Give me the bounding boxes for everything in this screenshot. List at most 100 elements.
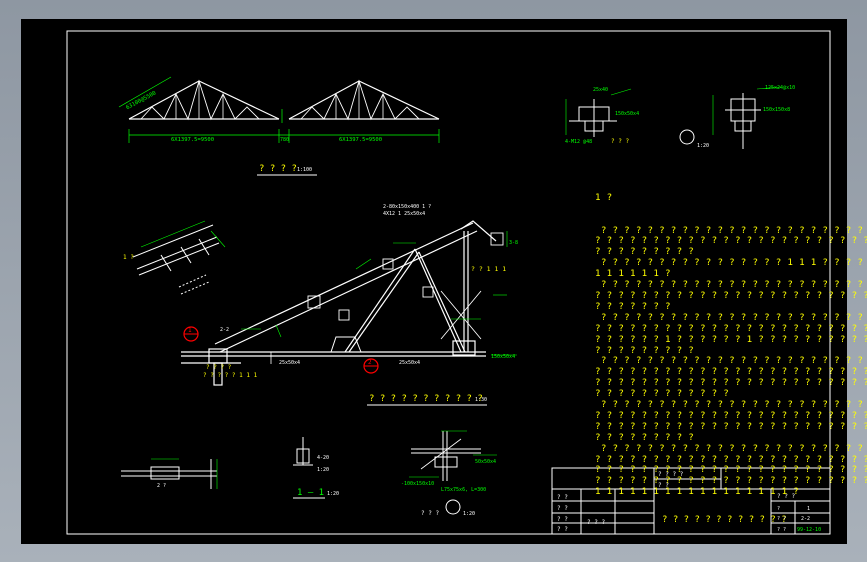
section-1-1-label: 1 — 1	[297, 488, 324, 498]
bottom-mid-dim: 4-20	[317, 455, 329, 461]
note-line: ? ? ? ? ? ? ? ? ? ? ? ? ? ? ? ? ? ? ? ? …	[595, 235, 867, 247]
drawing-canvas: 63100@5500 6X1397.5=9500 6X1397.5=9500 7…	[66, 30, 831, 535]
detail-lower-note1: ? ? ? ? ? 1 1 1	[203, 372, 258, 379]
svg-text:1: 1	[188, 327, 192, 334]
detail-bottom-note: 25x50x4	[279, 360, 300, 366]
detail-plate-note: 150x50x4	[491, 354, 515, 360]
detail-bottom-note2: 25x50x4	[399, 360, 420, 366]
tb-right-row1-b: 1	[807, 506, 810, 512]
note-line: ? ? ? ? ? ? ? ? ? ? ? ? ? ? ? ? ? ? ? ? …	[595, 409, 867, 421]
main-scale: 1:30	[475, 397, 487, 403]
general-notes: 1 ? ? ? ? ? ? ? ? ? ? ? ? ? ? ? ? ? ? ? …	[595, 171, 867, 520]
note-line: ? ? ? ? ? ? ? ? ? ? ? ? ? ? ? ? ? ? ? ? …	[595, 377, 867, 389]
tb-left-1: ? ?	[557, 494, 568, 501]
truss-right-span: 6X1397.5=9500	[339, 137, 382, 143]
note-line: ? ? ? ? ? ? ? ? ? ? ? ? ? ? ? ? ? ? ? ? …	[595, 442, 864, 454]
bottom-right-note2: -100x150x10	[401, 481, 434, 487]
bottom-mid-note: 1:20	[317, 467, 329, 473]
notes-heading: 1 ?	[595, 191, 613, 203]
section-1-1-scale: 1:20	[327, 491, 339, 497]
topright-d2-note2: 150x150x8	[763, 107, 790, 113]
tb-right-row3-a: ? ?	[777, 527, 786, 533]
note-line: ? ? ? ? ? ? ? ? ? ? ? ? ? ? ? ? ? ? ? ? …	[595, 355, 864, 367]
topright-d1-note2: 150x50x4	[615, 111, 639, 117]
bottom-right-note3: L75x75x6, L=300	[441, 487, 486, 493]
truss-caption: ? ? ? ?	[259, 164, 297, 174]
note-line: ? ? ? ? ? ? ? ? ? ? ? ? ? ? ? ? ? ? ? ? …	[595, 464, 867, 476]
note-line: ? ? ? ? ? ? ? ? ? ? ? ? ? ? ? ? ? ? ? ? …	[595, 420, 867, 432]
title-block	[551, 467, 831, 535]
bottom-right-note1: 50x50x4	[475, 459, 496, 465]
note-line: ? ? ? ? ? ? ? ? ? ? ? ?	[595, 388, 730, 400]
detail-top-note1: 2-80x150x400 1 ?	[383, 204, 431, 210]
note-line: 1 1 1 1 1 1 1 1 1 1 1 1 1 1 1 1 1 ?	[595, 486, 800, 498]
truss-mid-dim: 780	[280, 137, 289, 143]
truss-dimensions	[118, 76, 440, 143]
detail-right-mark: 3-8	[509, 240, 518, 246]
section-mark-2: 2	[363, 358, 379, 374]
tb-top-cell-1: ? ? ? ?	[658, 471, 684, 478]
purlin-dims	[140, 220, 226, 248]
note-line: ? ? ? ? ? ? ? ? ? ? ? ? ? ? ? ? ? ? ? ? …	[595, 289, 867, 301]
main-detail-dims	[241, 231, 517, 356]
truss-scale: 1:100	[297, 167, 312, 173]
note-line: ? ? ? ? ? ? ?	[595, 300, 671, 312]
circle-mark-a-scale: 1:20	[697, 143, 709, 149]
truss-elevation	[128, 79, 440, 121]
detail-bolt-note: ? ? 1 1 1	[471, 265, 506, 273]
topright-detail-1	[569, 99, 617, 137]
note-line: ? ? ? ? ? ? ? ? ? ? ? ? ? ? ? ? ? ? ? ? …	[595, 322, 867, 334]
section-mark-1: 1	[183, 326, 199, 342]
bottom-right-caption: ? ? ?	[421, 510, 439, 517]
bottom-right-detail	[411, 431, 481, 481]
detail-top-note2: 4X12 1 25x50x4	[383, 211, 425, 217]
note-line: ? ? ? ? ? ? ? ? ? ? ? ? ? ? ? ? ? ? ? ? …	[595, 453, 867, 465]
tb-left-3: ? ?	[557, 516, 568, 523]
tb-right-row2-a: ? ?	[777, 516, 786, 522]
note-line: ? ? ? ? ? ? ? ? ?	[595, 431, 695, 443]
tb-right-row3-b: 99-12-10	[797, 527, 821, 533]
notes-lines: ? ? ? ? ? ? ? ? ? ? ? ? ? ? ? ? ? ? ? ? …	[595, 224, 867, 499]
note-line: ? ? ? ? ? ? ? ? ? ? ? ? ? ? ? ? ? ? ? ? …	[595, 399, 864, 411]
tb-left-4: ? ?	[557, 526, 568, 533]
note-line: ? ? ? ? ? ? ? ? ? ? ? ? ? ? ? ? ? ? ? ? …	[595, 475, 867, 487]
sheet-border	[66, 30, 831, 535]
note-line: 1 1 1 1 1 1 ?	[595, 268, 671, 280]
tb-right-row1-a: ?	[777, 506, 780, 512]
topright-detail-1-dims	[565, 88, 632, 135]
topright-d1-note1: 25x40	[593, 87, 608, 93]
detail-lower-note2: ? ? ? ?	[206, 364, 232, 371]
note-line: ? ? ? ? ? ? ? ? ? ? ? ? ? ? ? ? ? ? ? ? …	[595, 279, 864, 291]
topright-detail-2	[725, 93, 761, 149]
note-line: ? ? ? ? ? ? ? ? ? ? ? ? ? ? ? ? 1 1 1 ? …	[595, 257, 864, 269]
truss-left-span: 6X1397.5=9500	[171, 137, 214, 143]
topright-detail-2-dims	[712, 86, 782, 135]
note-line: ? ? ? ? ? ? 1 ? ? ? ? ? ? 1 ? ? ? ? ? ? …	[595, 333, 867, 345]
bottom-left-dims	[151, 458, 218, 489]
tb-top-cell-2: ? ?	[658, 482, 669, 489]
note-line: ? ? ? ? ? ? ? ? ? ? ? ? ? ? ? ? ? ? ? ? …	[595, 224, 864, 236]
tb-left-mid: ? ? ?	[587, 519, 605, 526]
topright-d2-note1: 125x24@x10	[765, 85, 795, 91]
bottom-right-scale: 1:20	[463, 511, 475, 517]
tb-right-row2-b: 2-2	[801, 516, 810, 522]
drawing-sheet[interactable]: 63100@5500 6X1397.5=9500 6X1397.5=9500 7…	[21, 19, 867, 544]
purlin-detail	[132, 224, 220, 295]
section-1-1-detail	[293, 437, 313, 466]
main-caption: ? ? ? ? ? ? ? ? ? ? ?	[369, 394, 483, 404]
note-line: ? ? ? ? ? ? ? ? ? ? ? ? ? ? ? ? ? ? ? ? …	[595, 311, 864, 323]
bottom-right-dims	[409, 430, 497, 478]
bottom-left-note: 2 ?	[157, 483, 166, 489]
topright-caption: ? ? ?	[611, 138, 629, 145]
detail-dim-a: 2-2	[220, 327, 229, 333]
tb-drawing-title: ? ? ? ? ? ? ? ? ? ? ? ?	[662, 515, 787, 525]
detail-left-note: 1 ?	[123, 254, 134, 261]
main-joint-detail	[181, 220, 504, 386]
tb-left-2: ? ?	[557, 505, 568, 512]
note-line: ? ? ? ? ? ? ? ? ?	[595, 344, 695, 356]
note-line: ? ? ? ? ? ? ? ? ?	[595, 246, 695, 258]
svg-text:2: 2	[368, 359, 372, 366]
note-line: ? ? ? ? ? ? ? ? ? ? ? ? ? ? ? ? ? ? ? ? …	[595, 366, 867, 378]
circle-mark-a	[679, 129, 695, 145]
